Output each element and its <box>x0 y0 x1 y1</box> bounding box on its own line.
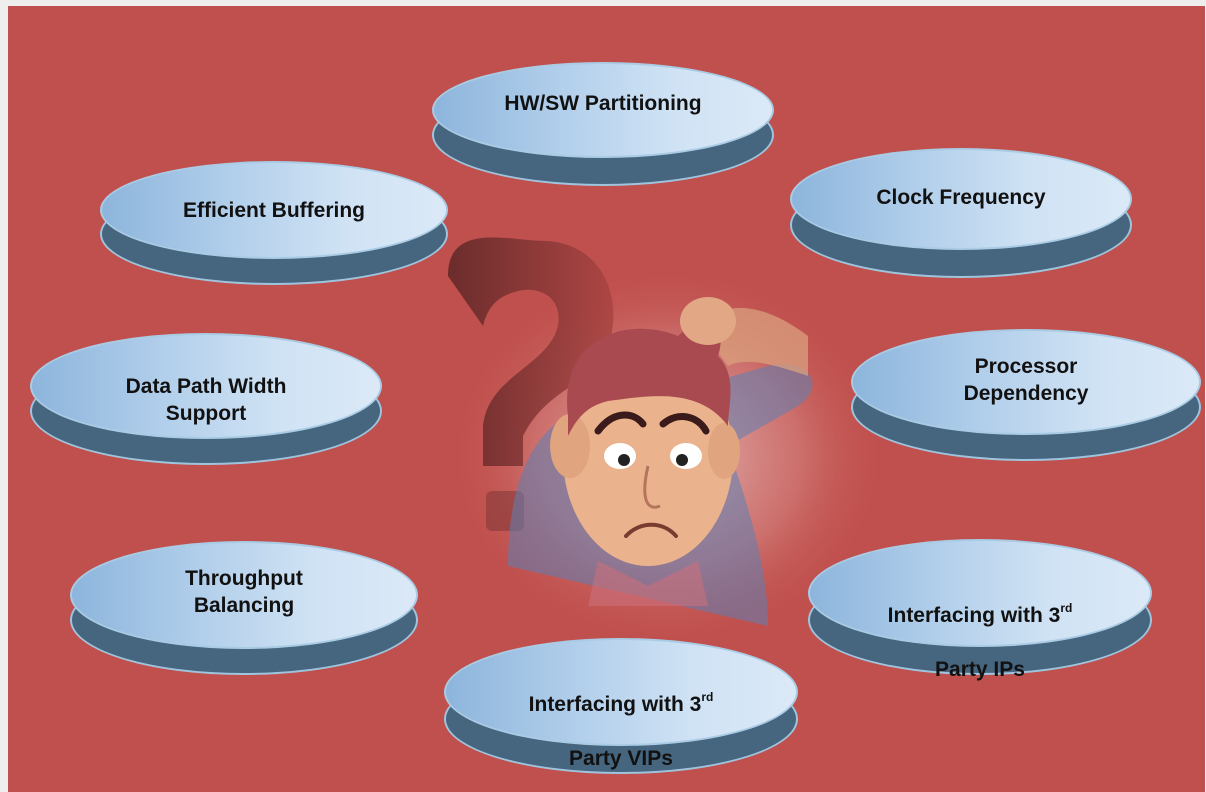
bubble-label: Throughput Balancing <box>185 567 303 617</box>
diagram-canvas: HW/SW Partitioning Clock Frequency Effic… <box>8 6 1205 792</box>
bubble-processor-dependency: Processor Dependency <box>851 329 1201 461</box>
bubble-interfacing-3rd-party-vips: Interfacing with 3rd Party VIPs <box>444 638 798 774</box>
bubble-label: Data Path Width Support <box>125 375 287 425</box>
label-line-2: Party VIPs <box>569 747 673 770</box>
label-line-1: Interfacing with 3 <box>528 693 702 716</box>
bubble-interfacing-3rd-party-ips: Interfacing with 3rd Party IPs <box>808 539 1152 681</box>
confused-man-question-mark-icon <box>448 237 888 646</box>
ordinal-superscript: rd <box>1060 601 1073 615</box>
bubble-efficient-buffering: Efficient Buffering <box>100 161 448 285</box>
bubble-label: Interfacing with 3rd Party IPs <box>808 575 1152 683</box>
bubble-throughput-balancing: Throughput Balancing <box>70 541 418 675</box>
bubble-label: Processor Dependency <box>963 355 1089 405</box>
bubble-label: Efficient Buffering <box>183 199 365 222</box>
bubble-clock-frequency: Clock Frequency <box>790 148 1132 278</box>
label-line-1: Interfacing with 3 <box>887 604 1061 627</box>
bubble-hw-sw-partitioning: HW/SW Partitioning <box>432 62 774 186</box>
bubble-data-path-width-support: Data Path Width Support <box>30 333 382 465</box>
ordinal-superscript: rd <box>701 690 714 704</box>
bubble-label: HW/SW Partitioning <box>504 92 702 115</box>
label-line-2: Party IPs <box>935 658 1025 681</box>
bubble-label: Clock Frequency <box>876 186 1046 209</box>
bubble-label: Interfacing with 3rd Party VIPs <box>444 664 798 772</box>
